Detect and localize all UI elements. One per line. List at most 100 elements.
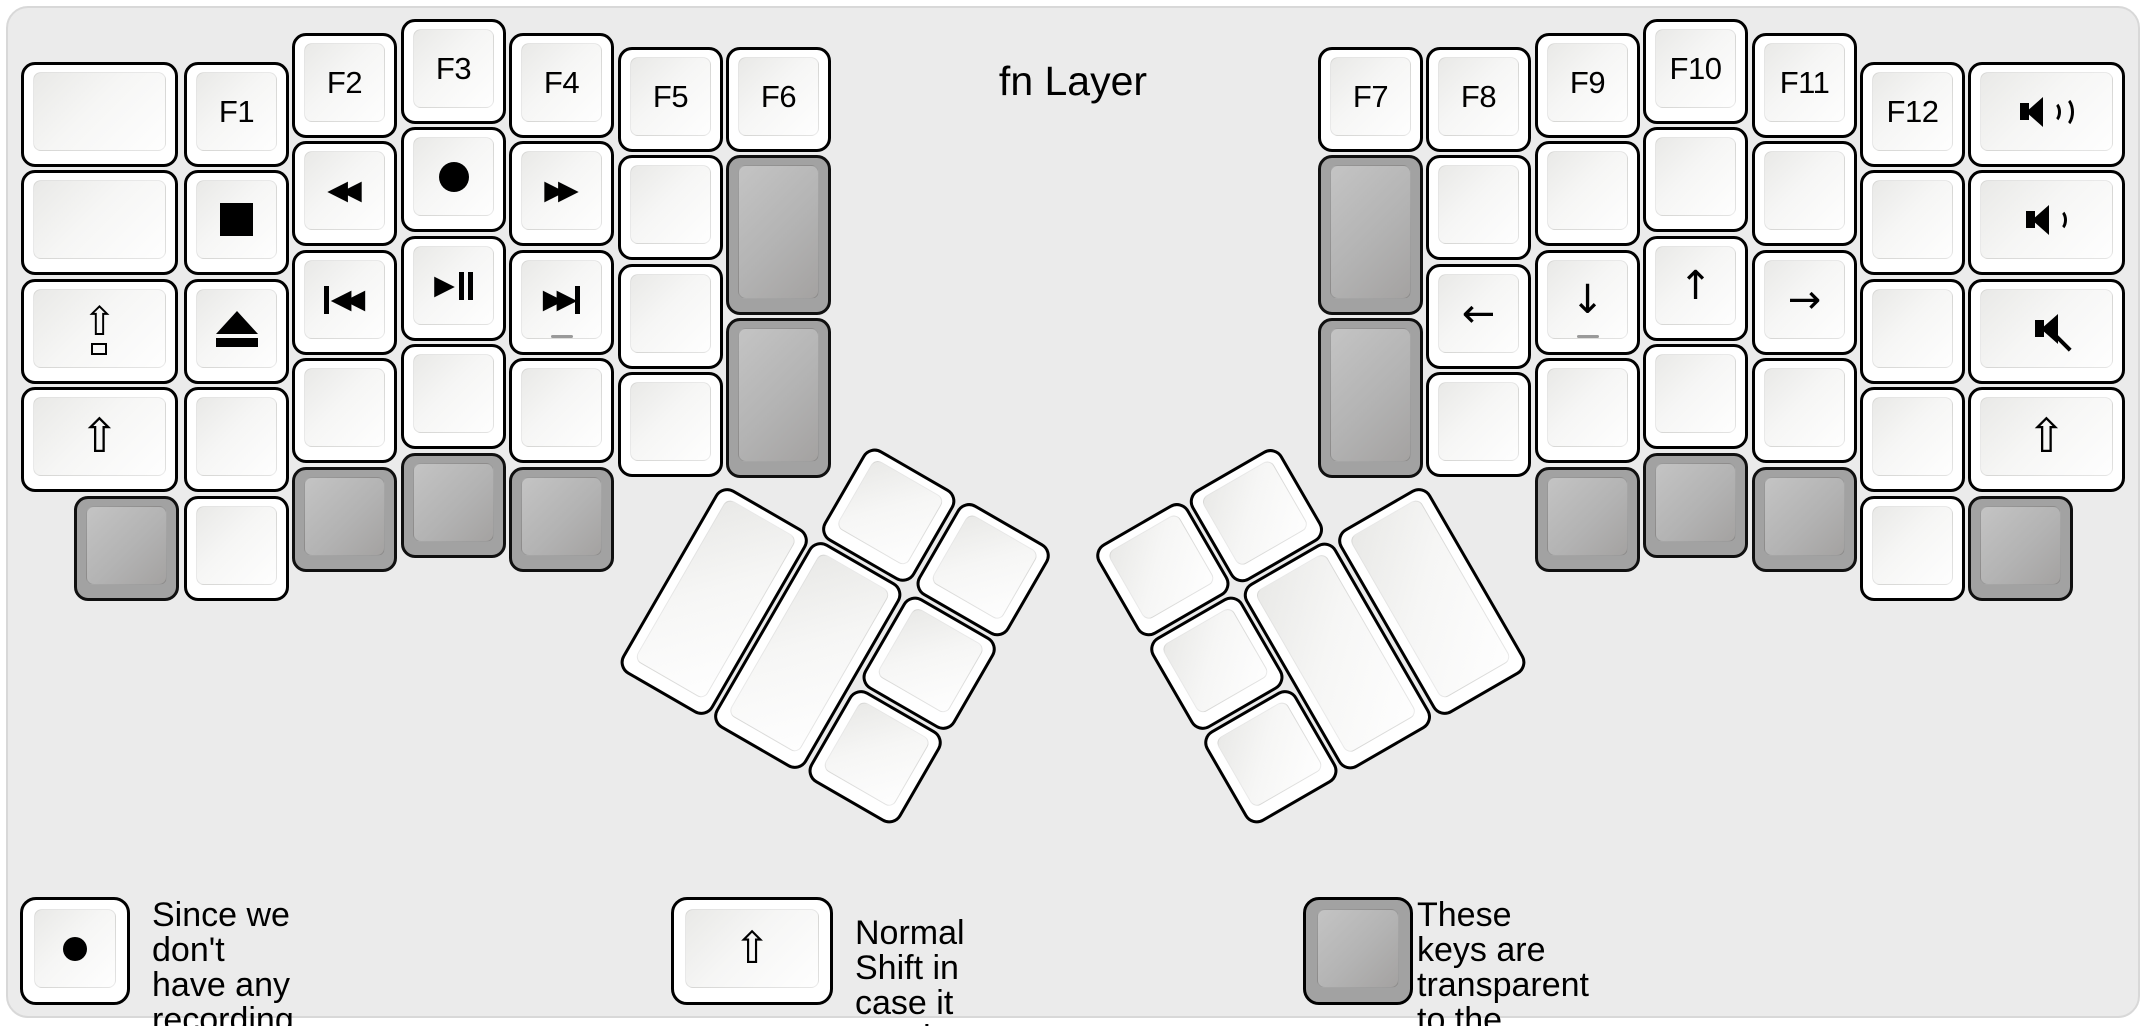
- key-blank[interactable]: [1860, 387, 1965, 492]
- key-blank[interactable]: [184, 387, 289, 492]
- key-blank[interactable]: [21, 170, 178, 275]
- key-top-surface: [1330, 165, 1411, 299]
- key-blank[interactable]: [618, 372, 723, 477]
- key-transparent[interactable]: [1535, 467, 1640, 572]
- key-top-surface: [33, 180, 166, 259]
- key-top-surface: [630, 382, 711, 461]
- key-arrow-right[interactable]: →: [1752, 250, 1857, 355]
- key-blank[interactable]: [1860, 496, 1965, 601]
- key-blank[interactable]: [1535, 141, 1640, 246]
- key-label: F2: [326, 64, 363, 100]
- key-top-surface: F8: [1438, 57, 1519, 136]
- key-eject[interactable]: [184, 279, 289, 384]
- key-label: F6: [760, 78, 797, 114]
- key-f1[interactable]: F1: [184, 62, 289, 167]
- key-mute[interactable]: [1968, 279, 2125, 384]
- key-stop[interactable]: [184, 170, 289, 275]
- key-blank[interactable]: [1535, 358, 1640, 463]
- key-blank[interactable]: [1643, 127, 1748, 232]
- shift-icon: ⇧: [79, 409, 120, 464]
- key-transparent[interactable]: [74, 496, 179, 601]
- key-top-surface: ↓: [1547, 260, 1628, 339]
- key-blank[interactable]: [1643, 344, 1748, 449]
- key-f3[interactable]: F3: [401, 19, 506, 124]
- key-blank[interactable]: [509, 358, 614, 463]
- key-blank[interactable]: [1860, 279, 1965, 384]
- key-blank[interactable]: [618, 264, 723, 369]
- key-top-surface: [1547, 151, 1628, 230]
- key-f12[interactable]: F12: [1860, 62, 1965, 167]
- key-top-surface: [1547, 477, 1628, 556]
- key-f5[interactable]: F5: [618, 47, 723, 152]
- key-top-surface: [1764, 477, 1845, 556]
- shift-key-icon: ⇧: [671, 897, 833, 1005]
- key-blank[interactable]: [184, 496, 289, 601]
- key-top-surface: ⇧: [33, 289, 166, 368]
- homing-dash: [1576, 335, 1599, 338]
- key-f6[interactable]: F6: [726, 47, 831, 152]
- key-blank[interactable]: [1860, 170, 1965, 275]
- key-transparent[interactable]: [1752, 467, 1857, 572]
- key-top-surface: [196, 397, 277, 476]
- key-f8[interactable]: F8: [1426, 47, 1531, 152]
- eject-icon: [215, 310, 258, 347]
- key-blank[interactable]: [1426, 372, 1531, 477]
- key-transparent[interactable]: [509, 467, 614, 572]
- key-top-surface: [304, 368, 385, 447]
- arrow-right-icon: →: [1787, 276, 1822, 323]
- key-f4[interactable]: F4: [509, 33, 614, 138]
- key-arrow-down[interactable]: ↓: [1535, 250, 1640, 355]
- key-play-pause[interactable]: ▶: [401, 236, 506, 341]
- key-top-surface: ◀◀: [304, 151, 385, 230]
- key-top-surface: [738, 328, 819, 462]
- key-blank[interactable]: [292, 358, 397, 463]
- key-transparent[interactable]: [292, 467, 397, 572]
- key-f7[interactable]: F7: [1318, 47, 1423, 152]
- key-shift-left[interactable]: ⇧: [21, 387, 178, 492]
- key-blank[interactable]: [1426, 155, 1531, 260]
- key-skip-forward[interactable]: ▶▶: [509, 250, 614, 355]
- key-blank[interactable]: [21, 62, 178, 167]
- key-top-surface: [413, 354, 494, 433]
- key-caps-lock[interactable]: ⇧: [21, 279, 178, 384]
- key-transparent[interactable]: [1318, 155, 1423, 315]
- key-top-surface: [521, 477, 602, 556]
- key-top-surface: [1330, 328, 1411, 462]
- key-volume-down[interactable]: [1968, 170, 2125, 275]
- key-arrow-left[interactable]: ←: [1426, 264, 1531, 369]
- arrow-up-icon: ↑: [1678, 262, 1713, 309]
- key-transparent[interactable]: [1643, 453, 1748, 558]
- key-fast-forward[interactable]: ▶▶: [509, 141, 614, 246]
- key-volume-up[interactable]: [1968, 62, 2125, 167]
- key-rewind[interactable]: ◀◀: [292, 141, 397, 246]
- key-shift-right[interactable]: ⇧: [1968, 387, 2125, 492]
- key-transparent[interactable]: [1968, 496, 2073, 601]
- key-f2[interactable]: F2: [292, 33, 397, 138]
- key-f11[interactable]: F11: [1752, 33, 1857, 138]
- key-blank[interactable]: [618, 155, 723, 260]
- key-top-surface: [33, 72, 166, 151]
- key-top-surface: [1980, 506, 2061, 585]
- key-record-media-select[interactable]: [401, 127, 506, 232]
- key-top-surface: [304, 477, 385, 556]
- key-f9[interactable]: F9: [1535, 33, 1640, 138]
- key-top-surface: [1438, 165, 1519, 244]
- key-blank[interactable]: [401, 344, 506, 449]
- arrow-left-icon: ←: [1461, 290, 1496, 337]
- key-top-surface: [86, 506, 167, 585]
- record-icon: [438, 161, 469, 192]
- vol-up-icon: [2019, 95, 2074, 128]
- key-transparent[interactable]: [726, 318, 831, 478]
- key-transparent[interactable]: [1318, 318, 1423, 478]
- key-top-surface: F11: [1764, 43, 1845, 122]
- key-transparent[interactable]: [401, 453, 506, 558]
- key-skip-back[interactable]: ◀◀: [292, 250, 397, 355]
- key-arrow-up[interactable]: ↑: [1643, 236, 1748, 341]
- key-blank[interactable]: [1752, 141, 1857, 246]
- key-blank[interactable]: [1752, 358, 1857, 463]
- key-label: F11: [1779, 64, 1830, 100]
- key-transparent[interactable]: [726, 155, 831, 315]
- key-top-surface: [413, 463, 494, 542]
- key-f10[interactable]: F10: [1643, 19, 1748, 124]
- legend-text-shift: Normal Shift in case it needs to be send…: [855, 914, 965, 1026]
